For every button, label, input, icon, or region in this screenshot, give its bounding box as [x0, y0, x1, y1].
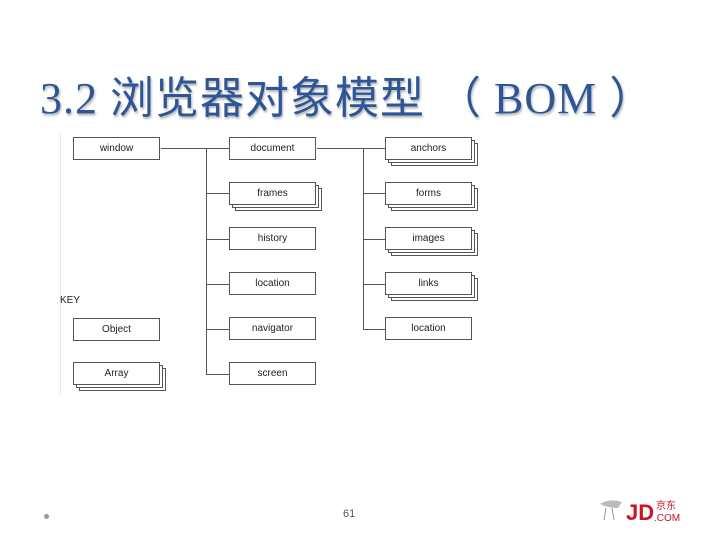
node-navigator: navigator: [229, 317, 316, 340]
connector-line: [317, 148, 385, 149]
svg-text:京东: 京东: [656, 499, 676, 512]
node-screen: screen: [229, 362, 316, 385]
svg-text:JD: JD: [626, 500, 654, 525]
connector-line: [363, 148, 364, 329]
connector-line: [206, 374, 229, 375]
svg-text:.COM: .COM: [654, 513, 680, 524]
bom-diagram: window document frames history location …: [60, 133, 481, 395]
key-label: KEY: [60, 295, 81, 306]
bullet-dot: [44, 514, 49, 519]
node-document-location: location: [385, 317, 472, 340]
connector-line: [206, 148, 207, 374]
node-location: location: [229, 272, 316, 295]
connector-line: [206, 284, 229, 285]
connector-line: [363, 193, 385, 194]
key-object: Object: [73, 318, 160, 341]
node-anchors: anchors: [385, 137, 472, 160]
connector-line: [363, 329, 385, 330]
key-array: Array: [73, 362, 160, 385]
slide-title: 3.2 浏览器对象模型 （ BOM ）: [40, 74, 655, 123]
page-number: 61: [343, 508, 356, 520]
connector-line: [206, 193, 229, 194]
node-forms: forms: [385, 182, 472, 205]
node-history: history: [229, 227, 316, 250]
node-links: links: [385, 272, 472, 295]
jd-logo: JD 京东 .COM: [600, 499, 680, 525]
node-window: window: [73, 137, 160, 160]
connector-line: [206, 239, 229, 240]
node-document: document: [229, 137, 316, 160]
connector-line: [161, 148, 229, 149]
connector-line: [363, 284, 385, 285]
node-images: images: [385, 227, 472, 250]
connector-line: [363, 239, 385, 240]
node-frames: frames: [229, 182, 316, 205]
connector-line: [206, 329, 229, 330]
